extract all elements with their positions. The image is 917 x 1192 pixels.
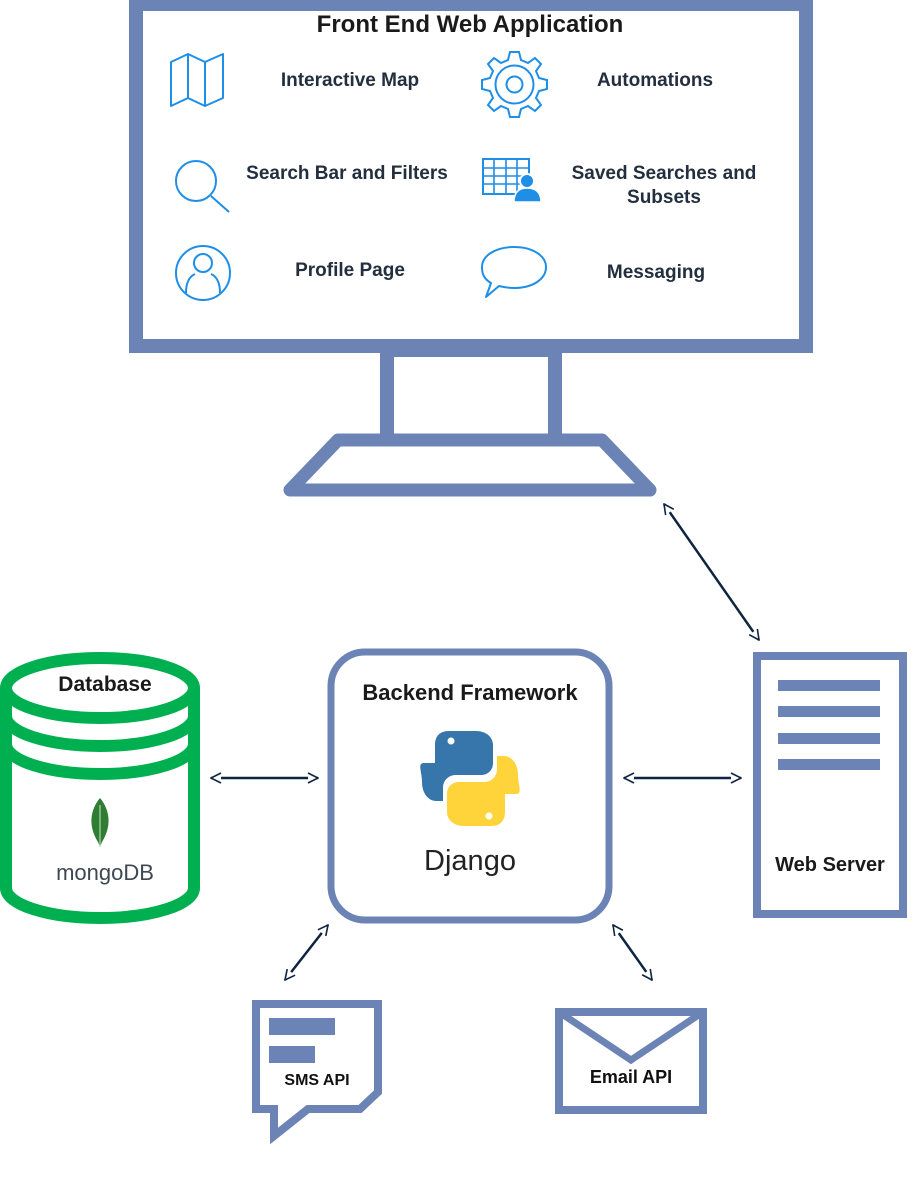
map-icon (170, 53, 224, 107)
arrow-backend-sms (285, 925, 328, 980)
backend-title: Backend Framework (362, 680, 578, 705)
feature-search-bar-filters: Search Bar and Filters (246, 163, 448, 184)
server-slot (778, 680, 880, 691)
monitor (129, 0, 813, 497)
mongodb-leaf-icon (91, 798, 109, 847)
django-label: Django (424, 845, 516, 877)
server-slot (778, 733, 880, 744)
database-title: Database (58, 673, 152, 696)
monitor-base (283, 433, 657, 497)
arrow-monitor-webserver (662, 504, 761, 640)
mongodb-label: mongoDB (56, 860, 154, 885)
feature-messaging: Messaging (606, 262, 706, 283)
email-api-label: Email API (589, 1067, 673, 1087)
python-logo-icon (420, 731, 520, 826)
search-icon (175, 160, 230, 213)
sms-message-icon (252, 1000, 382, 1145)
gear-icon (481, 51, 548, 118)
feature-saved-searches-subsets: Saved Searches and Subsets (571, 163, 757, 208)
arrow-backend-email (613, 925, 652, 980)
feature-automations: Automations (596, 70, 714, 91)
sms-api-label: SMS API (284, 1072, 350, 1089)
feature-profile-page: Profile Page (295, 260, 405, 281)
frontend-title: Front End Web Application (316, 11, 624, 38)
web-server (753, 652, 907, 918)
server-slot (778, 759, 880, 770)
connector-arrows (211, 504, 761, 980)
email-envelope-icon (555, 1008, 707, 1114)
server-slot (778, 706, 880, 717)
monitor-screen (129, 0, 813, 353)
webserver-title: Web Server (775, 854, 885, 876)
table-user-icon (482, 158, 542, 203)
feature-interactive-map: Interactive Map (280, 70, 420, 91)
user-profile-icon (175, 245, 231, 301)
speech-bubble-icon (481, 246, 547, 298)
